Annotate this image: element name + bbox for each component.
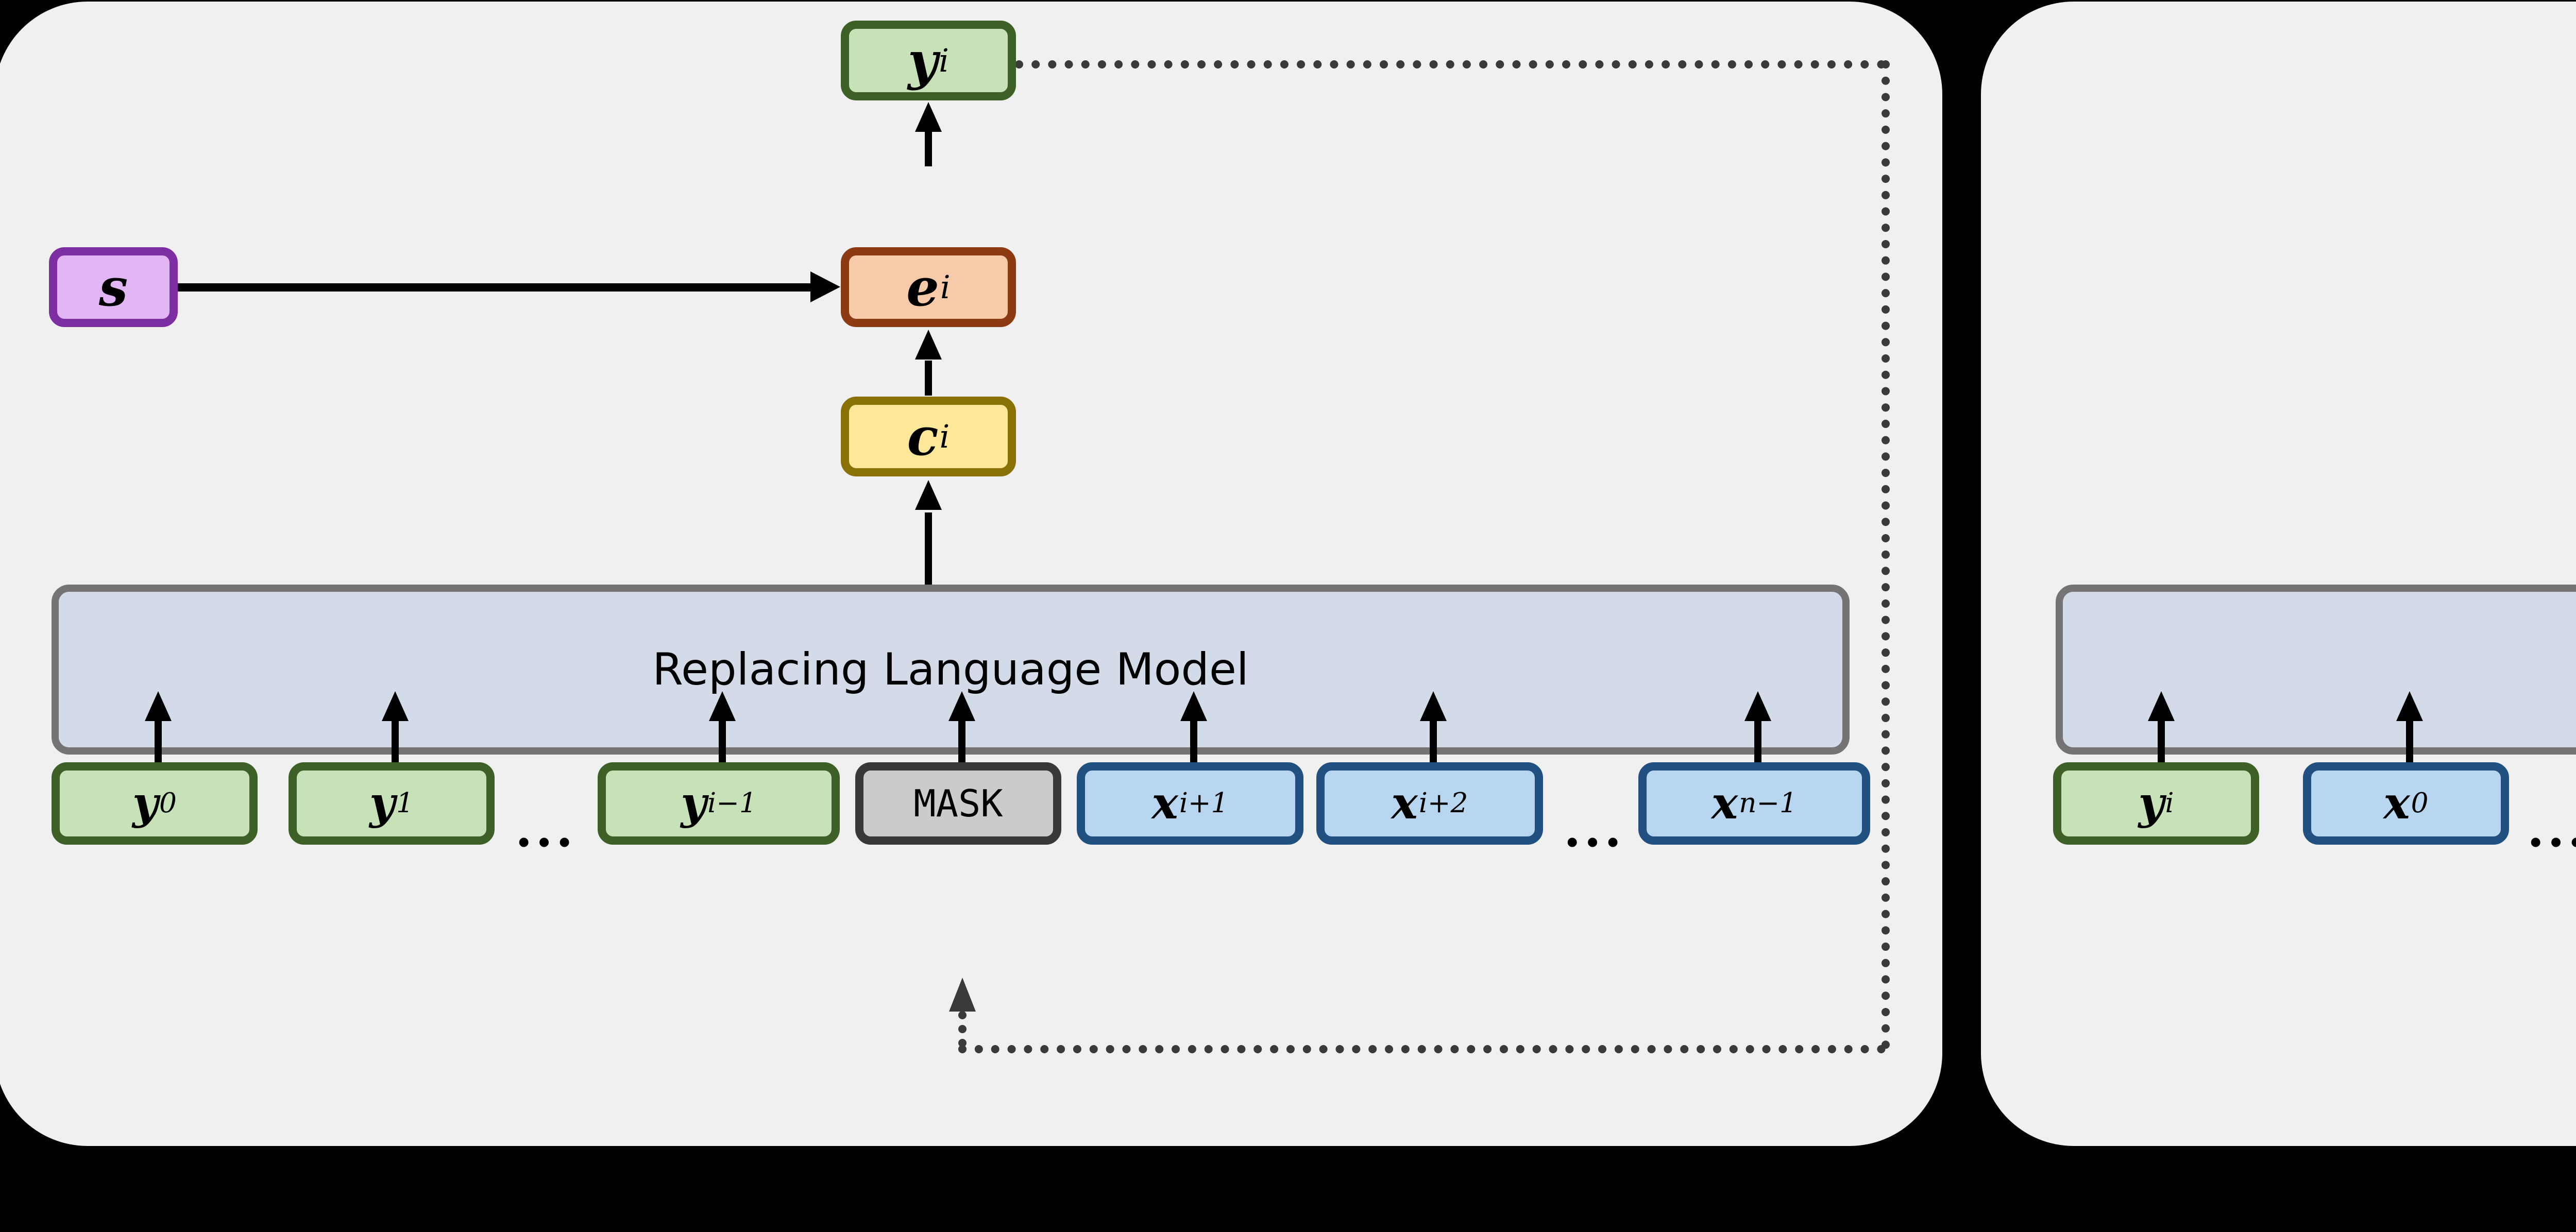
left-edit-sub: i: [940, 268, 951, 306]
token-sub: n−1: [1739, 787, 1798, 819]
left-panel: [0, 2, 1942, 1146]
style-input-base: s: [98, 256, 128, 318]
token-base: x: [2383, 777, 2410, 829]
left-output-sub: i: [939, 41, 949, 79]
feedback-dotted-bottom: [958, 1045, 1886, 1053]
left-context-sub: i: [939, 417, 950, 455]
token-base: y: [681, 777, 707, 829]
feedback-arrow-head: [949, 978, 976, 1012]
token-base: y: [369, 777, 396, 829]
token-sub: i−1: [707, 787, 757, 819]
feedback-dotted-left: [958, 1011, 967, 1047]
mask-label: MASK: [913, 782, 1003, 825]
token-base: x: [1391, 777, 1418, 829]
token-sub: 0: [159, 787, 177, 819]
left-ellipsis-1: ...: [515, 800, 577, 858]
left-context-base: c: [907, 406, 939, 467]
right-model-block: Replacing Language Model: [2056, 585, 2576, 755]
token-sub: i+1: [1179, 787, 1229, 819]
token-sub: 0: [2411, 787, 2429, 819]
feedback-dotted-right: [1882, 60, 1890, 1049]
left-model-block: Replacing Language Model: [52, 585, 1850, 755]
feedback-dotted-top: [1015, 60, 1886, 69]
left-ellipsis-2: ...: [1564, 800, 1625, 858]
token-base: x: [1151, 777, 1178, 829]
token-base: x: [1711, 777, 1738, 829]
left-output-base: y: [908, 30, 938, 91]
left-edit-base: e: [906, 256, 939, 318]
token-base: y: [2138, 777, 2164, 829]
token-sub: 1: [396, 787, 414, 819]
right-ellipsis-1: ...: [2527, 800, 2576, 858]
token-base: y: [132, 777, 159, 829]
left-token-mask: MASK: [855, 762, 1061, 845]
left-model-label: Replacing Language Model: [652, 644, 1249, 695]
token-sub: i: [2165, 787, 2174, 819]
token-sub: i+2: [1418, 787, 1468, 819]
right-panel: [1981, 2, 2576, 1146]
style-input-node: s: [49, 247, 178, 327]
